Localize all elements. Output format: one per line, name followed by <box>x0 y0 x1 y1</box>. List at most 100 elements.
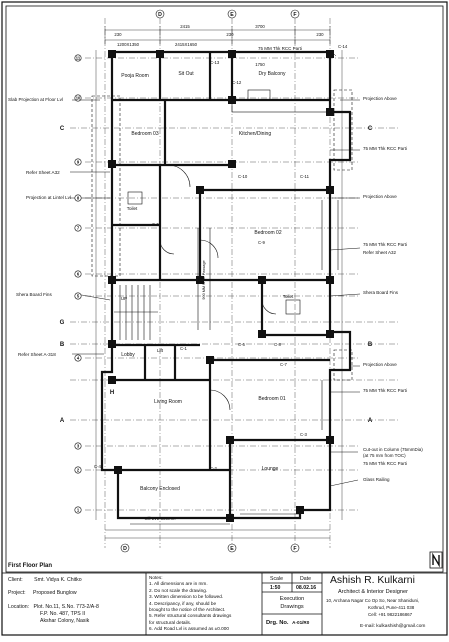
grid-top-F: F <box>290 9 300 19</box>
grid-number-4: 4 <box>74 354 82 362</box>
annotation-left-2: Projection at Lintel Lvl <box>26 195 71 200</box>
notes-list: 1. All dimensions are in mm.2. Do not sc… <box>149 581 261 632</box>
firm-name: Ashish R. Kulkarni <box>330 575 415 586</box>
grid-top-F-label: F <box>293 12 296 18</box>
annotation-left-4: Refer Sheet A-318 <box>18 352 56 357</box>
grid-top-E-label: E <box>230 12 234 18</box>
annotation-right-1: 75 MM Thk RCC Parti <box>363 146 407 151</box>
grid-left-B: B <box>60 342 65 348</box>
room-balcony: Balcony Enclosed <box>140 486 180 492</box>
dimension-top-0: 230 <box>114 32 122 37</box>
date-label: Date <box>300 576 311 582</box>
column-C-12: C-12 <box>232 80 242 85</box>
project-row: Project: Proposed Bunglow <box>8 590 77 596</box>
dimension-top-1: 2415 <box>180 24 190 29</box>
column-C-14: C-14 <box>338 44 348 49</box>
annotation-right-7: 75 MM Thk RCC Parti <box>363 388 407 393</box>
grid-right-A: A <box>368 418 373 424</box>
grid-number-8: 8 <box>74 194 82 202</box>
grid-number-2-label: 2 <box>77 467 80 472</box>
annotation-right-3: 75 MM Thk RCC Parti <box>363 242 407 247</box>
grid-bottom-F-label: F <box>293 546 296 552</box>
dimension-lines <box>95 26 343 539</box>
grid-number-2: 2 <box>74 466 82 474</box>
address-line-1: 10, Archana Nagar Co Op So, Near Shanidu… <box>326 598 420 603</box>
annotation-right-5: Shera Board Fins <box>363 290 399 295</box>
structural-columns <box>108 50 334 522</box>
room-bedroom01: Bedroom 01 <box>258 396 285 402</box>
column-C-1: C-1 <box>180 346 188 351</box>
note-item: brought to the notice of the Architect. <box>149 607 226 613</box>
note-item: 6. Add Road Lvl is assumed as ±0.000 <box>149 626 229 632</box>
dimension-top-6: 2415X1650 <box>175 42 198 47</box>
drawing-type-line-1: Execution <box>279 596 305 602</box>
room-sitout: Sit Out <box>178 71 194 77</box>
grid-bottom-E: E <box>227 543 237 553</box>
leader-lines <box>70 49 361 487</box>
annotation-left-1: Refer Sheet A32 <box>26 170 60 175</box>
location-row: Location: Plot. No.11, S.No. 773-2/A-8 <box>8 604 99 611</box>
note-item: 2. Do not scale the drawing. <box>149 587 208 593</box>
grid-top-D: D <box>155 9 165 19</box>
grid-left-A: A <box>60 418 65 424</box>
dimension-top-3: 3700 <box>255 24 265 29</box>
grid-number-10-label: 10 <box>76 95 81 100</box>
annotation-right-9: (at 75 mm from TOC) <box>363 453 406 458</box>
project-label: Project: <box>8 590 26 596</box>
address-line-2: Kothrud, Pune-411 038 <box>368 605 415 610</box>
scale-label: Scale <box>270 576 283 582</box>
grid-top-D-label: D <box>158 12 162 18</box>
column-C-10: C-10 <box>238 174 248 179</box>
column-C-5: C-5 <box>152 222 160 227</box>
grid-right-C: C <box>368 126 373 132</box>
grid-bottom-E-label: E <box>230 546 234 552</box>
column-C-4: C-4 <box>94 464 102 469</box>
column-C-2: C-2 <box>210 466 218 471</box>
grid-number-7: 7 <box>74 224 82 232</box>
grid-right-B: B <box>368 342 373 348</box>
drg-no-row: Drg. No. A-01/R0 <box>266 620 309 626</box>
firm-title: Architect & Interior Designer <box>338 589 408 595</box>
annotation-right-6: Projection Above <box>363 362 397 367</box>
room-up: UP <box>121 296 127 301</box>
room-kitchen: Kitchen/Dining <box>239 131 271 137</box>
column-C-3: C-3 <box>300 432 308 437</box>
phone: Cell: +91 9822186867 <box>368 612 413 617</box>
grid-number-11: 11 <box>74 54 82 62</box>
scale-value: 1:50 <box>270 585 281 591</box>
grid-left-H: H <box>110 390 114 396</box>
grid-number-1-label: 1 <box>77 507 80 512</box>
drawing-title: First Floor Plan <box>8 563 52 569</box>
grid-number-11-label: 11 <box>76 55 81 60</box>
column-C-7: C-7 <box>280 362 288 367</box>
room-toilet2: Toilet <box>283 294 294 299</box>
grid-number-5-label: 5 <box>77 293 80 298</box>
annotation-right-4: Refer Sheet A32 <box>363 250 397 255</box>
dimension-top-4: 230 <box>316 32 324 37</box>
column-C-9: C-9 <box>258 240 266 245</box>
drg-no-label: Drg. No. <box>266 620 289 626</box>
date-value: 08.02.16 <box>296 585 317 591</box>
grid-number-9-label: 9 <box>77 159 80 164</box>
grid-number-6: 6 <box>74 270 82 278</box>
note-item: 5. Refer structural consultants drawings <box>149 613 232 619</box>
column-C-8: C-8 <box>274 342 282 347</box>
annotation-right-2: Projection Above <box>363 194 397 199</box>
room-lounge: Lounge <box>262 466 279 472</box>
grid-bottom-D-label: D <box>123 546 127 552</box>
room-living: Living Room <box>154 399 182 405</box>
location-line-3: Akshar Colony, Nasik <box>40 618 90 624</box>
room-lobby: Lobby <box>121 352 135 358</box>
room-bedroom02: Bedroom 02 <box>254 230 281 236</box>
notes-block: Notes: 1. All dimensions are in mm.2. Do… <box>149 575 261 633</box>
room-bedroom03: Bedroom 03 <box>131 131 158 137</box>
grid-left-G: G <box>60 320 65 326</box>
column-C-11: C-11 <box>300 174 310 179</box>
grid-bottom-D: D <box>120 543 130 553</box>
dimension-top-5: 1200X1350 <box>117 42 140 47</box>
room-lift: Lift <box>157 348 164 353</box>
